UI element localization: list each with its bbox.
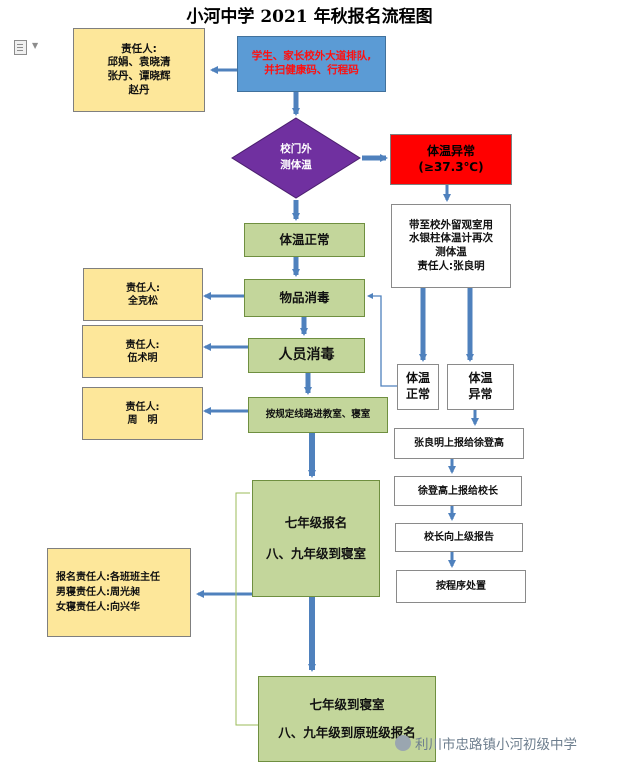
grade7-dormitory-step: 七年级到寝室 八、九年级到原班级报名: [258, 676, 436, 762]
grouping-bracket: [235, 492, 258, 726]
watermark: 利川市忠路镇小河初级中学: [395, 732, 577, 754]
wechat-logo-icon: [395, 735, 411, 751]
temperature-check-diamond: [231, 117, 361, 199]
people-disinfection-step: 人员消毒: [248, 338, 365, 373]
queue-and-scan-codes-step: 学生、家长校外大道排队, 并扫健康码、行程码: [237, 36, 386, 92]
items-disinfection-step: 物品消毒: [244, 279, 365, 317]
responsible-persons-queue: 责任人: 邱娟、袁晓清 张丹、谭晓辉 赵丹: [73, 28, 205, 112]
temperature-normal-step: 体温正常: [244, 223, 365, 257]
chevron-down-icon[interactable]: ▼: [32, 41, 39, 50]
report-step-2: 徐登高上报给校长: [394, 476, 522, 506]
grade7-registration-step: 七年级报名 八、九年级到寝室: [252, 480, 380, 597]
page-title: 小河中学 2021 年秋报名流程图: [186, 7, 433, 27]
responsible-person-route: 责任人: 周 明: [82, 387, 203, 440]
report-step-1: 张良明上报给徐登高: [394, 428, 524, 459]
designated-route-step: 按规定线路进教室、寝室: [248, 397, 388, 433]
document-icon[interactable]: [14, 40, 27, 55]
responsible-persons-registration: 报名责任人:各班班主任 男寝责任人:周光昶 女寝责任人:向兴华: [47, 548, 191, 637]
retest-temperature-box: 带至校外留观室用 水银柱体温计再次 测体温 责任人:张良明: [391, 204, 511, 288]
retest-normal-box: 体温 正常: [397, 364, 439, 410]
temperature-abnormal-box: 体温异常 (≥37.3℃): [390, 134, 512, 185]
responsible-person-people: 责任人: 伍术明: [82, 325, 203, 378]
responsible-person-items: 责任人: 全克松: [83, 268, 203, 321]
report-step-3: 校长向上级报告: [395, 523, 523, 552]
temperature-check-label: 校门外 测体温: [280, 143, 312, 171]
handle-per-procedure-step: 按程序处置: [396, 570, 526, 603]
retest-abnormal-box: 体温 异常: [447, 364, 514, 410]
connector-retest-normal-to-items: [367, 293, 397, 387]
